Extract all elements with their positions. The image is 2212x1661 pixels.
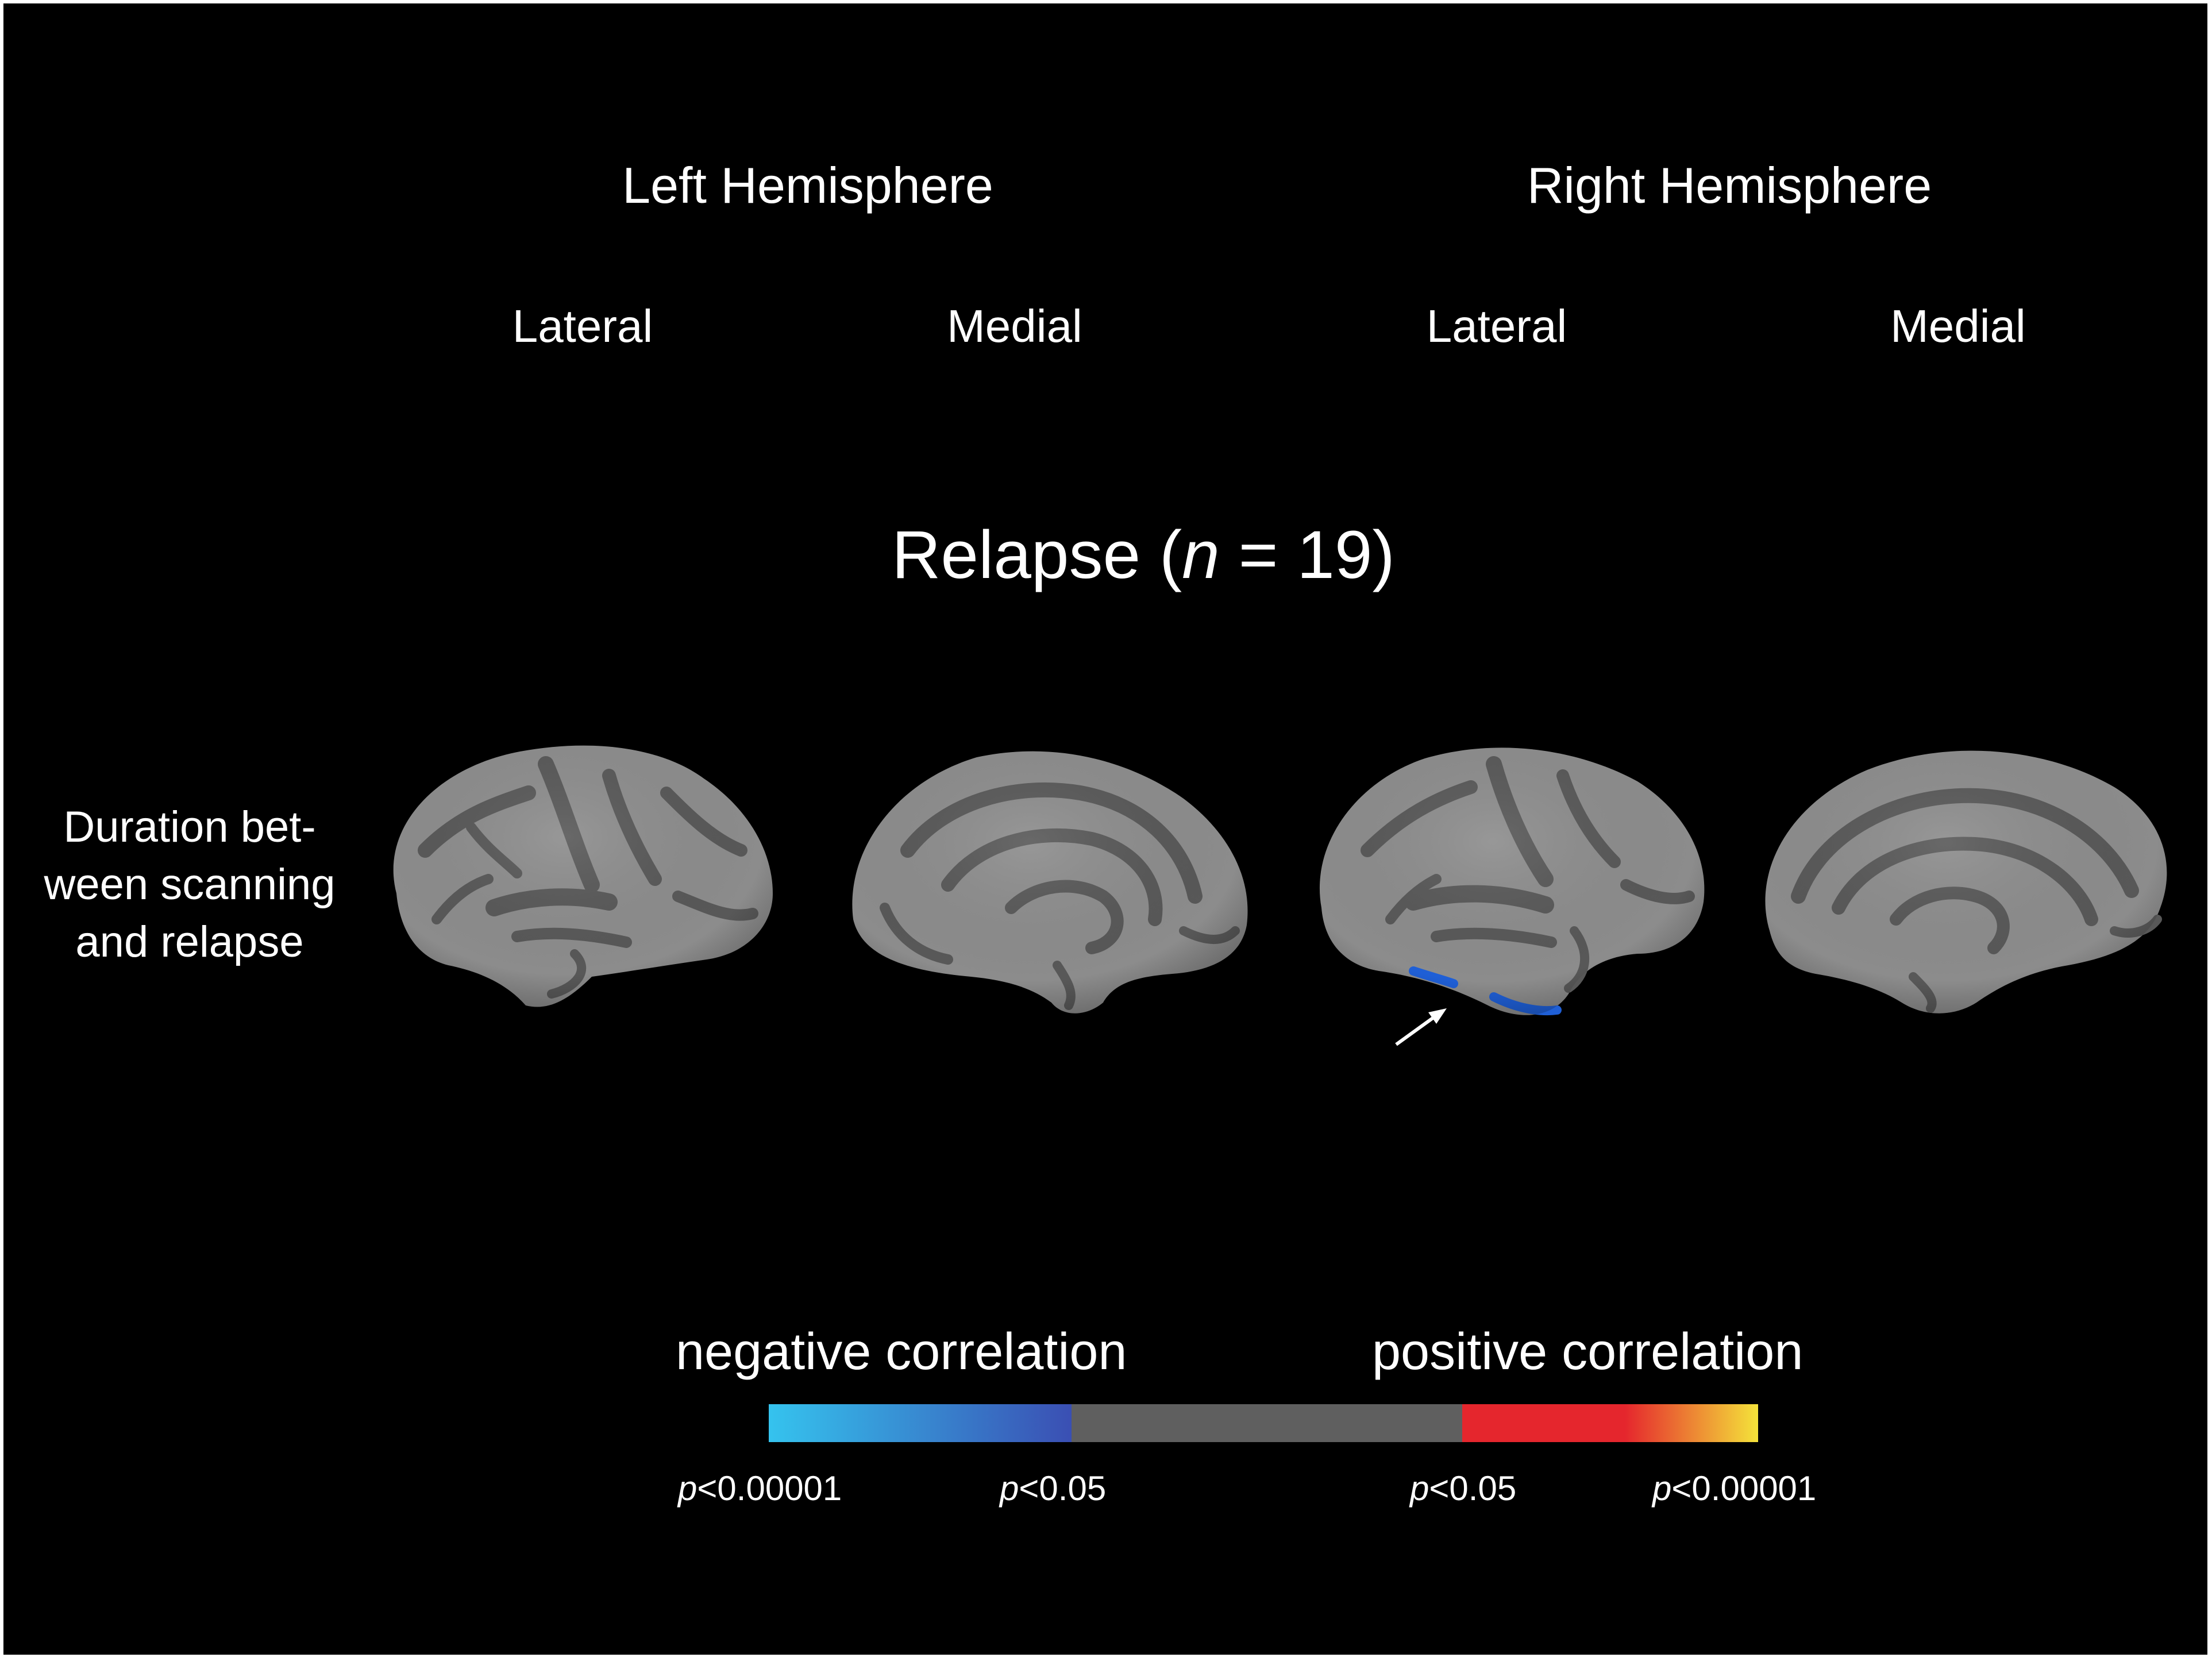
- brain-left-medial: [852, 751, 1248, 1013]
- left-medial-label: Medial: [947, 300, 1082, 352]
- tick-label-neg-high: p<0.00001: [678, 1469, 842, 1508]
- brain-right-lateral: [1319, 747, 1705, 1016]
- scale-negative-segment: [769, 1404, 1072, 1442]
- brain-left-lateral: [393, 745, 773, 1007]
- arrow-icon: [1395, 1008, 1447, 1046]
- tick-label-neg-low: p<0.05: [1000, 1469, 1107, 1508]
- row-label-line-3: and relapse: [75, 918, 304, 966]
- condition-title: Relapse (n = 19): [892, 517, 1395, 593]
- scale-neutral-segment: [1072, 1404, 1462, 1442]
- positive-correlation-label: positive correlation: [1372, 1323, 1803, 1381]
- row-label: Duration bet- ween scanning and relapse: [44, 799, 335, 971]
- negative-correlation-label: negative correlation: [676, 1323, 1127, 1381]
- left-lateral-label: Lateral: [512, 300, 653, 352]
- right-medial-label: Medial: [1890, 300, 2026, 352]
- right-hemisphere-title: Right Hemisphere: [1527, 157, 1932, 214]
- brain-right-medial: [1765, 750, 2167, 1013]
- right-lateral-label: Lateral: [1426, 300, 1567, 352]
- tick-label-pos-high: p<0.00001: [1652, 1469, 1817, 1508]
- tick-label-pos-low: p<0.05: [1410, 1469, 1517, 1508]
- scale-positive-segment: [1462, 1404, 1758, 1442]
- color-scale-bar: [769, 1404, 1758, 1442]
- row-label-line-2: ween scanning: [44, 860, 336, 909]
- row-label-line-1: Duration bet-: [63, 803, 316, 851]
- left-hemisphere-title: Left Hemisphere: [622, 157, 993, 214]
